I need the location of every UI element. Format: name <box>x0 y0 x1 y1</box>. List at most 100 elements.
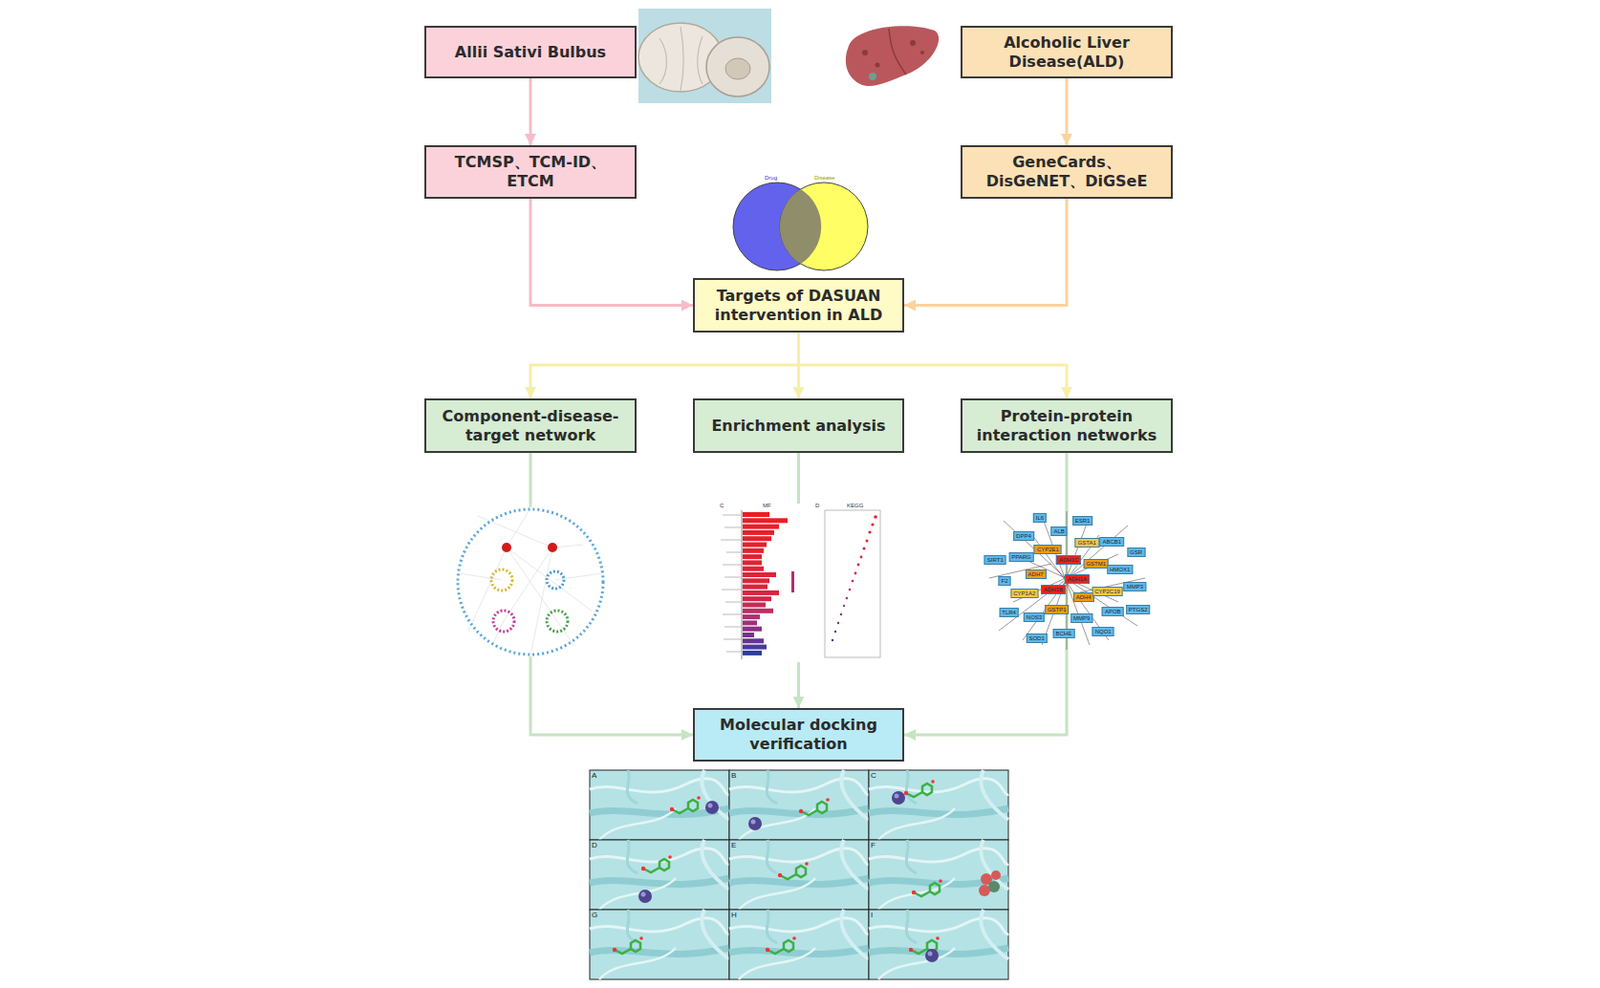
ppi-link <box>1013 554 1119 603</box>
liver-shape <box>845 25 939 87</box>
panel-letter: F <box>870 842 876 850</box>
ligand <box>778 862 809 880</box>
term-line <box>722 614 741 616</box>
panel-letter: E <box>731 842 736 850</box>
ligand <box>765 936 797 954</box>
liver-spot <box>909 40 916 46</box>
gene-node: ADH1B <box>1040 584 1066 595</box>
gene-node: ADH4 <box>1073 592 1095 603</box>
panel-letter: G <box>591 911 598 920</box>
dot-plot <box>831 515 878 642</box>
ion <box>638 889 652 904</box>
docking-cell <box>729 770 869 841</box>
term-label-lines <box>720 515 741 652</box>
dot <box>837 622 840 625</box>
ion <box>925 949 939 963</box>
bar <box>742 627 762 632</box>
gene-node: NQO1 <box>1092 627 1115 637</box>
garlic-photo <box>638 8 772 104</box>
ion <box>748 817 762 831</box>
bar <box>742 542 767 548</box>
ppi-link <box>1013 554 1119 603</box>
liver-icon <box>845 25 939 87</box>
venn-label: Drug <box>764 174 778 181</box>
term-line <box>721 589 741 591</box>
term-line <box>725 602 741 604</box>
ppi-link <box>1003 520 1067 580</box>
dot <box>845 597 849 601</box>
chart-axis <box>741 510 743 660</box>
liver-lobe-line <box>888 28 907 75</box>
illustrations <box>455 8 1146 980</box>
garlic-bulb <box>706 37 770 97</box>
network-link <box>506 547 558 622</box>
panel-letter: I <box>870 911 873 920</box>
ligand <box>612 936 644 954</box>
ion <box>705 800 719 815</box>
residue-atom <box>978 885 991 897</box>
liver-spot <box>920 50 925 55</box>
gene-node: GSR <box>1126 547 1146 558</box>
term-line <box>726 651 741 653</box>
term-line <box>722 564 741 566</box>
docking-cell <box>589 770 730 841</box>
gene-node: GSTA1 <box>1075 538 1100 548</box>
docking-cell <box>868 770 1009 841</box>
dot <box>834 630 837 633</box>
ppi-link <box>1066 579 1068 650</box>
dot <box>831 639 834 642</box>
liver-spot <box>862 49 868 56</box>
gene-node: F2 <box>998 576 1012 586</box>
gene-node: CYP2C19 <box>1091 586 1124 597</box>
ppi-links <box>989 511 1146 650</box>
network-link <box>492 621 504 646</box>
bar <box>742 632 755 638</box>
node-label: Component-disease-target network <box>433 407 628 446</box>
panel-label: MF <box>762 502 772 509</box>
bar <box>742 590 779 596</box>
bar <box>742 530 775 536</box>
panel-letter: C <box>870 772 877 780</box>
term-line <box>722 515 741 517</box>
bar <box>742 645 767 650</box>
ligand <box>911 879 943 897</box>
venn-diagram <box>733 182 868 271</box>
gene-node: SIRT1 <box>984 555 1007 565</box>
analysis-box: Protein-protein interaction networks <box>960 398 1173 454</box>
ppi-link <box>1066 511 1068 580</box>
analysis-box: Component-disease-target network <box>424 398 637 454</box>
ppi-link <box>1041 516 1090 646</box>
bar <box>742 638 764 644</box>
gene-node: HMOX1 <box>1106 564 1133 575</box>
ppi-link <box>1066 579 1138 627</box>
network-links <box>458 508 603 656</box>
bar <box>742 596 772 602</box>
residue-cluster <box>978 870 1001 897</box>
panel-label: C <box>719 502 724 509</box>
ligand <box>641 855 672 873</box>
source-box: Alcoholic Liver Disease(ALD) <box>960 25 1173 79</box>
bar <box>742 608 774 614</box>
bar <box>742 572 777 578</box>
node-label: Protein-protein interaction networks <box>970 407 1164 446</box>
bar <box>742 603 766 608</box>
flow-arrow <box>530 198 693 306</box>
gene-node: PTGS2 <box>1125 605 1151 615</box>
compound-ring <box>491 569 513 591</box>
panel-letter: H <box>731 911 737 920</box>
docking-cell <box>868 909 1009 980</box>
network-link <box>458 573 502 581</box>
flow-arrow <box>529 78 533 146</box>
target-box: Targets of DASUAN intervention in ALD <box>692 278 905 333</box>
bar <box>742 548 764 554</box>
gene-node: TLR4 <box>998 607 1019 618</box>
node-label: Alcoholic Liver Disease(ALD) <box>970 33 1164 72</box>
term-line <box>720 540 741 541</box>
network-link <box>468 547 507 631</box>
flow-arrow <box>904 453 1067 736</box>
term-line <box>724 527 741 529</box>
liver-spot <box>875 63 881 68</box>
flow-arrow <box>530 332 800 399</box>
compound-ring <box>546 571 564 589</box>
